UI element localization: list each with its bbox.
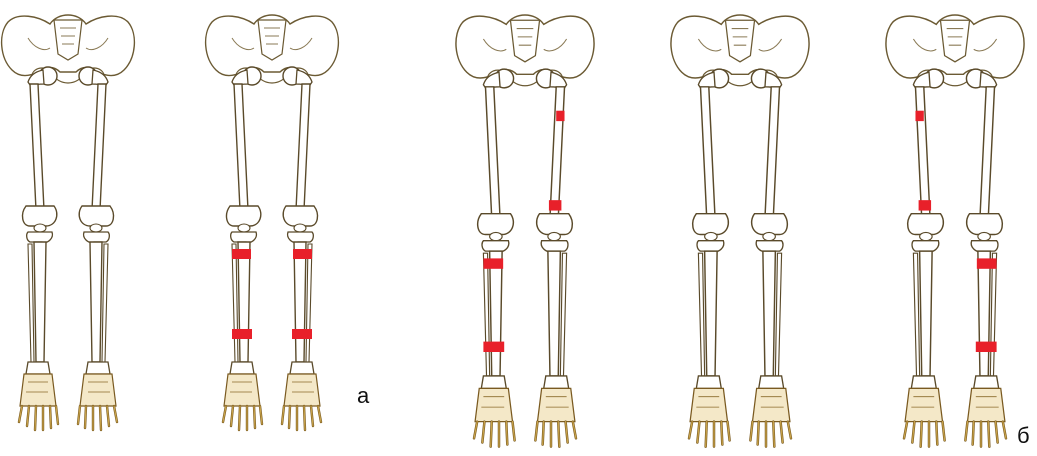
pelvis (671, 15, 809, 87)
fracture-marker (549, 200, 561, 210)
pelvis (886, 15, 1024, 87)
panel-label-a: а (357, 383, 369, 409)
fracture-marker (232, 249, 251, 259)
fracture-marker (977, 258, 997, 268)
skeleton-4 (671, 15, 809, 447)
fracture-marker (556, 111, 564, 121)
right-leg (282, 67, 321, 430)
pelvis (456, 15, 594, 87)
pelvis (2, 15, 135, 84)
fracture-marker (483, 342, 504, 352)
fracture-marker (292, 329, 312, 339)
fracture-marker (293, 249, 312, 259)
pelvis (206, 15, 339, 84)
skeleton-3 (456, 15, 594, 447)
fracture-marker (919, 200, 931, 210)
fracture-marker (976, 342, 997, 352)
panel-label-b: б (1017, 423, 1030, 449)
fracture-marker (483, 258, 503, 268)
right-leg (750, 69, 791, 447)
left-leg (19, 67, 58, 430)
skeleton-2 (206, 15, 339, 430)
fracture-marker (915, 111, 923, 121)
right-leg (535, 69, 576, 447)
right-leg (78, 67, 117, 430)
left-leg (904, 69, 945, 447)
right-leg (965, 69, 1006, 447)
left-leg (223, 67, 262, 430)
skeleton-1 (2, 15, 135, 430)
skeleton-5 (886, 15, 1024, 447)
fracture-marker (232, 329, 252, 339)
left-leg (689, 69, 730, 447)
left-leg (474, 69, 515, 447)
